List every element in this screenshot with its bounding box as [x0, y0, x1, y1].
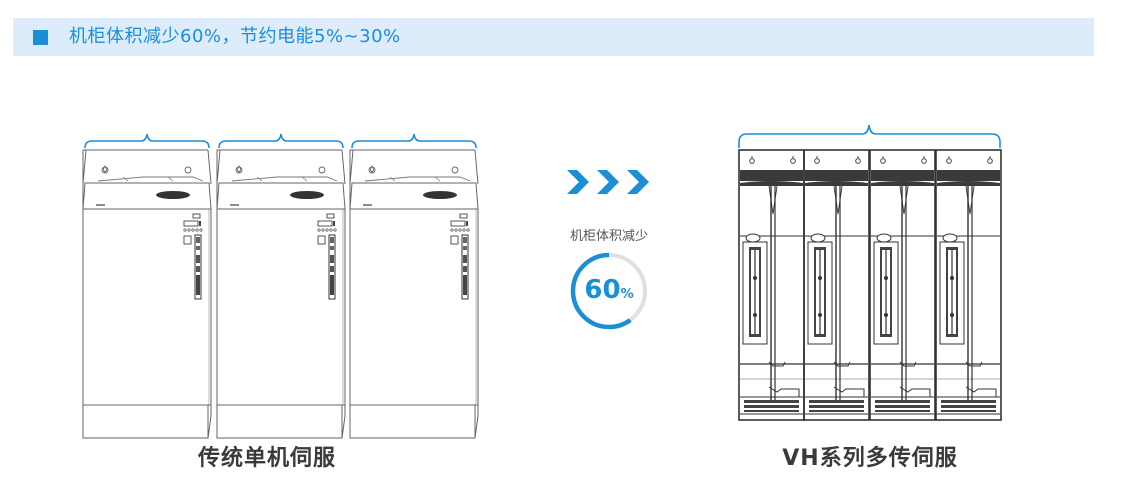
triple-chevron-right-icon	[567, 170, 649, 194]
volume-reduction-label: 机柜体积减少	[569, 229, 649, 244]
vh-module-2	[803, 149, 870, 421]
ring-value-unit: %	[620, 287, 634, 302]
vh-module-1	[738, 149, 805, 421]
traditional-servo-unit-2	[216, 133, 346, 439]
header-banner: 机柜体积减少60%，节约电能5%~30%	[13, 18, 1094, 56]
vh-multi-axis-group	[738, 124, 1002, 421]
ring-value: 60%	[584, 275, 633, 305]
traditional-servo-unit-1	[82, 133, 212, 439]
vh-module-3	[869, 149, 936, 421]
vh-servo-caption: VH系列多传伺服	[782, 446, 958, 471]
brace	[738, 124, 1001, 148]
traditional-servo-caption: 传统单机伺服	[197, 446, 337, 471]
square-bullet-icon	[33, 30, 48, 45]
traditional-servo-unit-3	[349, 133, 479, 439]
ring-value-number: 60	[584, 275, 621, 305]
banner-title: 机柜体积减少60%，节约电能5%~30%	[69, 26, 401, 47]
traditional-servo-group	[82, 133, 479, 439]
vh-module-4	[935, 149, 1002, 421]
progress-ring	[570, 252, 648, 330]
